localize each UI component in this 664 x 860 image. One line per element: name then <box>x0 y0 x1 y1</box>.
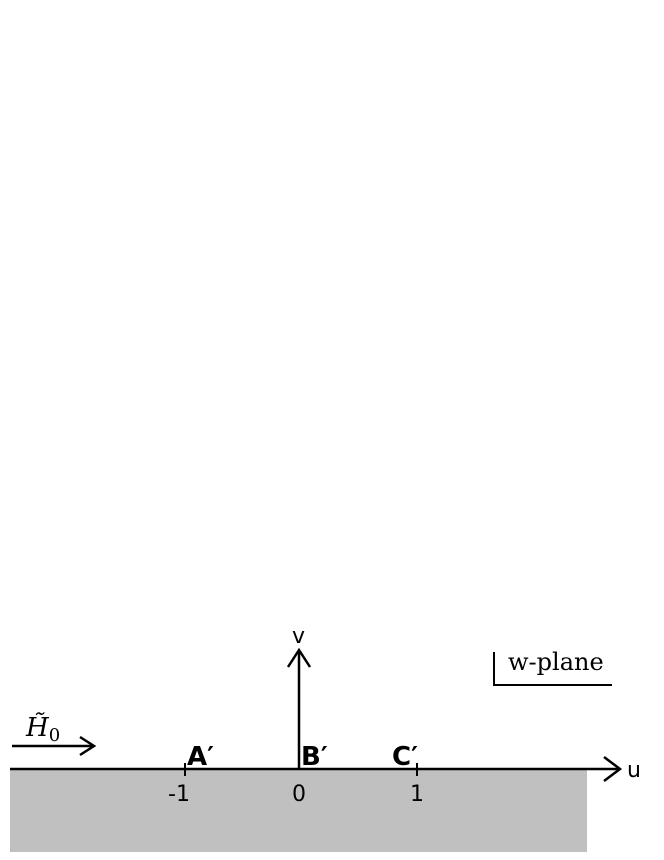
point-label-c-prime: C′ <box>392 742 418 772</box>
tick-label-minus-one: -1 <box>168 782 190 807</box>
u-axis-arrowhead <box>603 756 623 782</box>
field-arrowhead <box>79 735 97 757</box>
shaded-lower-region <box>10 769 587 852</box>
tick-label-zero: 0 <box>292 782 306 807</box>
field-symbol: H̃ <box>25 712 50 743</box>
v-axis-arrowhead <box>286 647 312 668</box>
field-label: H̃0 <box>25 712 60 746</box>
v-axis-label: v <box>292 624 305 649</box>
field-subscript: 0 <box>49 725 60 746</box>
point-label-b-prime: B′ <box>301 742 328 772</box>
u-axis-label: u <box>627 758 641 783</box>
plane-label: w-plane <box>508 648 604 676</box>
point-label-a-prime: A′ <box>187 742 214 772</box>
tick-label-one: 1 <box>410 782 424 807</box>
plane-label-bracket <box>493 652 612 686</box>
